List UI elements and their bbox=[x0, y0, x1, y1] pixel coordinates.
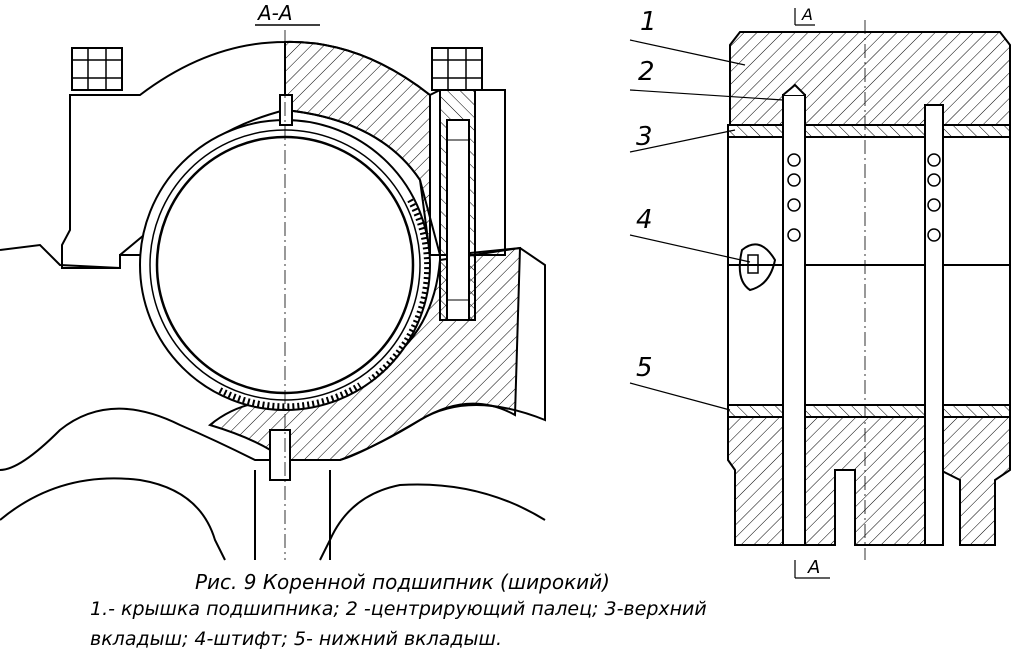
left-stud bbox=[782, 94, 806, 546]
callout-3: 3 bbox=[636, 122, 653, 152]
cut-arrow-bottom bbox=[794, 560, 830, 579]
upper-liner-body bbox=[727, 136, 1011, 266]
callout-5: 5 bbox=[636, 353, 653, 383]
left-nut bbox=[71, 47, 123, 91]
section-view-a-a bbox=[0, 24, 546, 561]
right-nut-facets bbox=[432, 48, 482, 90]
dowel-pin bbox=[747, 254, 759, 274]
caption-title: Рис. 9 Коренной подшипник (широкий) bbox=[195, 570, 610, 594]
oil-hole bbox=[927, 173, 941, 187]
leader-1 bbox=[629, 39, 746, 66]
oil-hole bbox=[927, 198, 941, 212]
lower-stud bbox=[269, 429, 291, 481]
cap-bolt-thread-lines bbox=[447, 139, 469, 301]
oil-hole bbox=[787, 173, 801, 187]
leader-5 bbox=[629, 382, 731, 411]
leader-3 bbox=[629, 129, 736, 153]
right-nut bbox=[431, 47, 483, 91]
oil-hole bbox=[787, 153, 801, 167]
oil-holes bbox=[787, 153, 941, 242]
callout-2: 2 bbox=[638, 57, 655, 87]
caption-line-2: вкладыш; 4-штифт; 5- нижний вкладыш. bbox=[90, 628, 502, 650]
oil-hole bbox=[927, 228, 941, 242]
caption-line-1: 1.- крышка подшипника; 2 -центрирующий п… bbox=[90, 598, 707, 620]
housing-web bbox=[254, 470, 331, 560]
cut-marker-bottom: А bbox=[807, 557, 820, 578]
housing-right-leg bbox=[319, 483, 546, 561]
upper-liner bbox=[727, 124, 1011, 138]
upper-liner-section bbox=[368, 198, 431, 383]
centering-pin-head bbox=[782, 83, 806, 96]
section-label: А-А bbox=[256, 1, 293, 25]
housing-left-leg bbox=[0, 477, 226, 561]
cap-bolt bbox=[446, 119, 470, 321]
cap-section-hatch bbox=[284, 40, 431, 256]
cut-arrow-top bbox=[794, 8, 815, 26]
cap-body bbox=[729, 31, 1011, 126]
callout-4: 4 bbox=[636, 205, 653, 235]
right-stud bbox=[924, 104, 944, 546]
oil-hole bbox=[787, 228, 801, 242]
leader-lines bbox=[629, 8, 830, 579]
lower-liner bbox=[727, 404, 1011, 418]
leader-4 bbox=[629, 234, 751, 263]
housing-base bbox=[727, 416, 1011, 546]
left-nut-facets bbox=[72, 48, 122, 90]
callout-1: 1 bbox=[640, 7, 657, 37]
centering-pin bbox=[279, 94, 293, 126]
lower-liner-body bbox=[727, 264, 1011, 406]
oil-hole bbox=[927, 153, 941, 167]
cut-marker-top: А bbox=[801, 5, 813, 24]
oil-hole bbox=[787, 198, 801, 212]
leader-2 bbox=[629, 89, 784, 101]
pin-pocket bbox=[738, 243, 777, 292]
side-view bbox=[629, 8, 1011, 579]
